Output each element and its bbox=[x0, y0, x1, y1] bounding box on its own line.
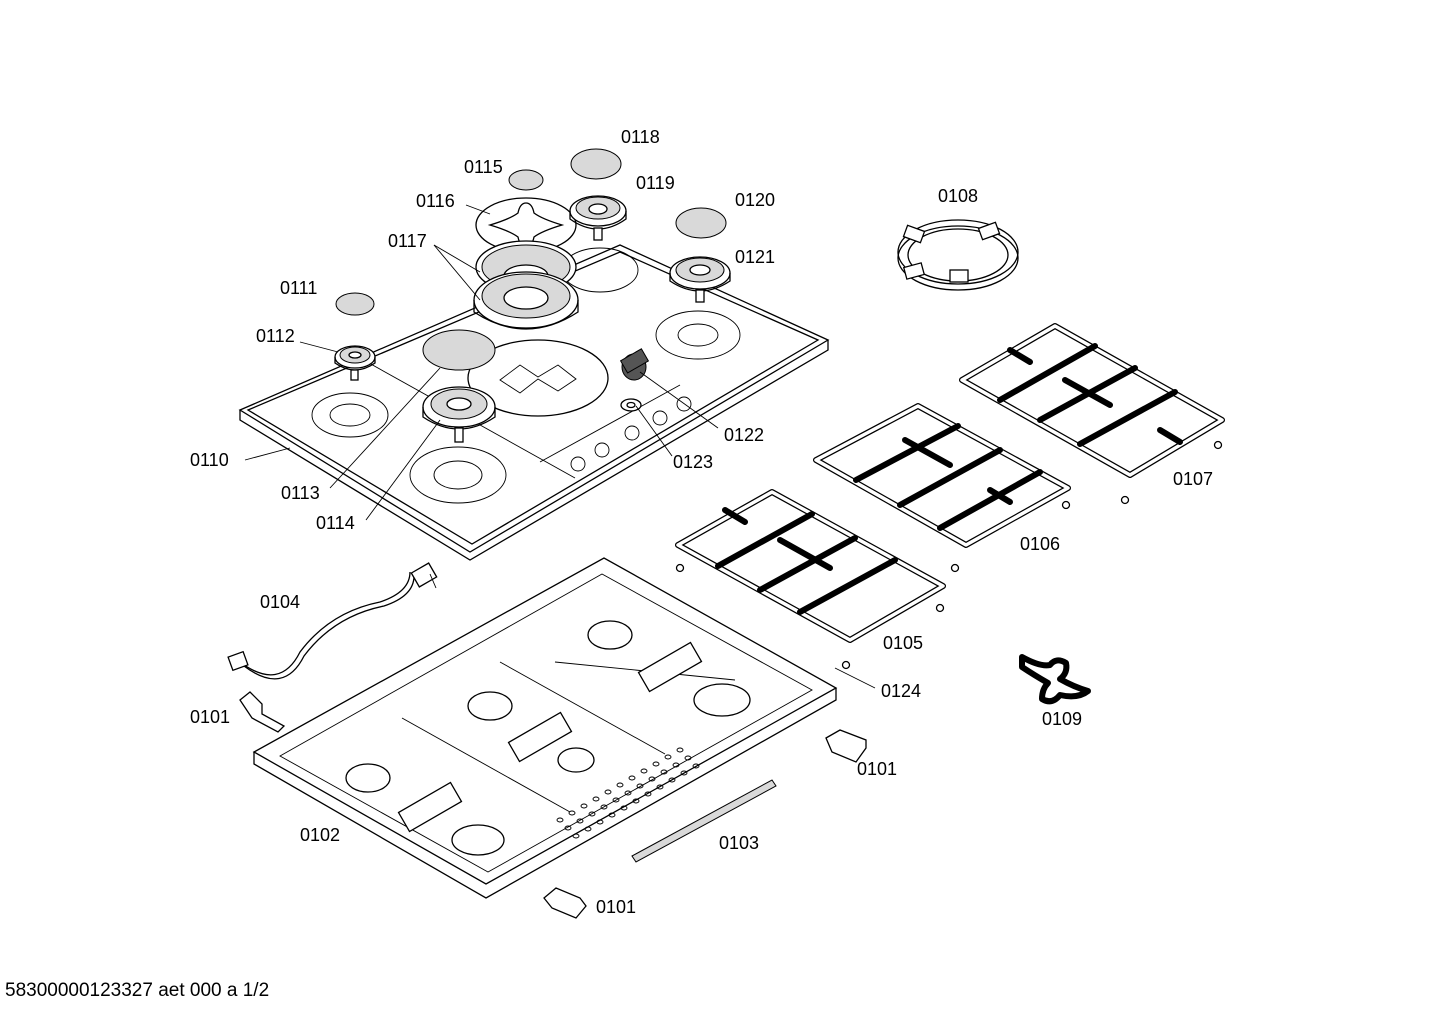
seal-strip bbox=[631, 779, 777, 863]
label-0108: 0108 bbox=[938, 186, 978, 206]
label-0105: 0105 bbox=[883, 633, 923, 653]
label-0110: 0110 bbox=[190, 450, 229, 470]
label-0111: 0111 bbox=[280, 278, 317, 298]
label-0107: 0107 bbox=[1173, 469, 1213, 489]
bottom-tray bbox=[252, 557, 838, 899]
label-0119: 0119 bbox=[636, 173, 675, 193]
label-0117: 0117 bbox=[388, 231, 427, 251]
label-0115: 0115 bbox=[464, 157, 503, 177]
label-0102: 0102 bbox=[300, 825, 340, 845]
label-0120: 0120 bbox=[735, 190, 775, 210]
simmer-plate bbox=[1019, 654, 1091, 705]
document-reference: 58300000123327 aet 000 a 1/2 bbox=[5, 980, 270, 1001]
label-0101: 0101 bbox=[190, 707, 230, 727]
burner-caps bbox=[335, 148, 727, 371]
part-labels: 0101 0101 0101 0102 0103 0104 0105 0106 … bbox=[190, 127, 1213, 917]
label-0106: 0106 bbox=[1020, 534, 1060, 554]
label-0118: 0118 bbox=[621, 127, 660, 147]
label-0122: 0122 bbox=[724, 425, 764, 445]
vent-holes bbox=[556, 747, 700, 839]
label-0121: 0121 bbox=[735, 247, 775, 267]
label-0123: 0123 bbox=[673, 452, 713, 472]
small-burners bbox=[334, 195, 731, 443]
label-0112: 0112 bbox=[256, 326, 295, 346]
label-0114: 0114 bbox=[316, 513, 355, 533]
label-0116: 0116 bbox=[416, 191, 455, 211]
label-0101: 0101 bbox=[596, 897, 636, 917]
control-knob bbox=[619, 348, 650, 412]
clamps bbox=[239, 691, 867, 919]
label-0103: 0103 bbox=[719, 833, 759, 853]
pan-support-0107 bbox=[959, 323, 1225, 505]
wok-ring bbox=[897, 219, 1019, 291]
label-0124: 0124 bbox=[881, 681, 921, 701]
label-0101: 0101 bbox=[857, 759, 897, 779]
label-0113: 0113 bbox=[281, 483, 320, 503]
power-cable bbox=[227, 562, 438, 680]
pan-support-0105 bbox=[675, 489, 946, 670]
pan-support-0106 bbox=[813, 403, 1071, 573]
wok-burner-assembly bbox=[473, 197, 579, 330]
leader-lines bbox=[244, 204, 876, 689]
label-0104: 0104 bbox=[260, 592, 300, 612]
label-0109: 0109 bbox=[1042, 709, 1082, 729]
